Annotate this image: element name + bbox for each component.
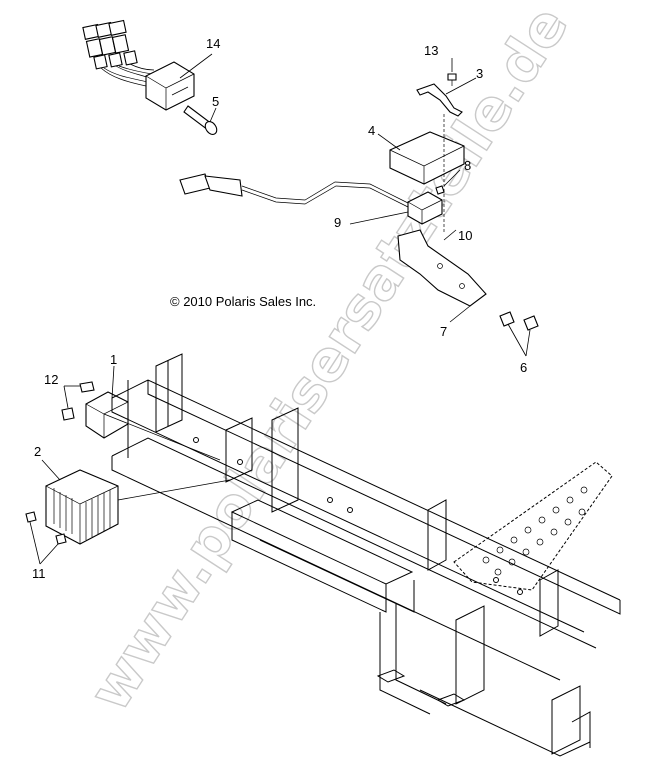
part-8-screw <box>435 185 445 195</box>
leader-lines <box>29 53 531 565</box>
part-6-fasteners <box>499 311 539 331</box>
callout-13: 13 <box>424 43 438 58</box>
callouts: 14 5 13 3 4 8 9 10 7 6 1 12 2 11 <box>32 36 527 581</box>
part-14-harness <box>82 19 195 111</box>
callout-7: 7 <box>440 324 447 339</box>
part-4-module <box>389 131 465 185</box>
watermark: www.polarisersatzteile.de <box>77 0 582 723</box>
part-13-screw <box>447 73 457 86</box>
callout-10: 10 <box>458 228 472 243</box>
part-3-bracket <box>416 83 463 117</box>
part-2-regulator <box>45 469 119 545</box>
callout-12: 12 <box>44 372 58 387</box>
callout-5: 5 <box>212 94 219 109</box>
part-11-screws <box>25 511 67 545</box>
callout-2: 2 <box>34 444 41 459</box>
callout-8: 8 <box>464 158 471 173</box>
part-5-pin <box>183 105 218 135</box>
watermark-text: www.polarisersatzteile.de <box>77 0 581 723</box>
callout-3: 3 <box>476 66 483 81</box>
callout-14: 14 <box>206 36 220 51</box>
part-12-screw <box>61 381 95 421</box>
lattice-plate <box>453 461 613 591</box>
callout-6: 6 <box>520 360 527 375</box>
callout-1: 1 <box>110 352 117 367</box>
callout-4: 4 <box>368 123 375 138</box>
copyright-notice: © 2010 Polaris Sales Inc. <box>170 294 316 309</box>
callout-9: 9 <box>334 215 341 230</box>
part-9-sensor-cable <box>179 173 443 225</box>
callout-11: 11 <box>32 566 46 581</box>
part-10-bracket <box>397 229 487 307</box>
vehicle-frame <box>111 353 621 757</box>
